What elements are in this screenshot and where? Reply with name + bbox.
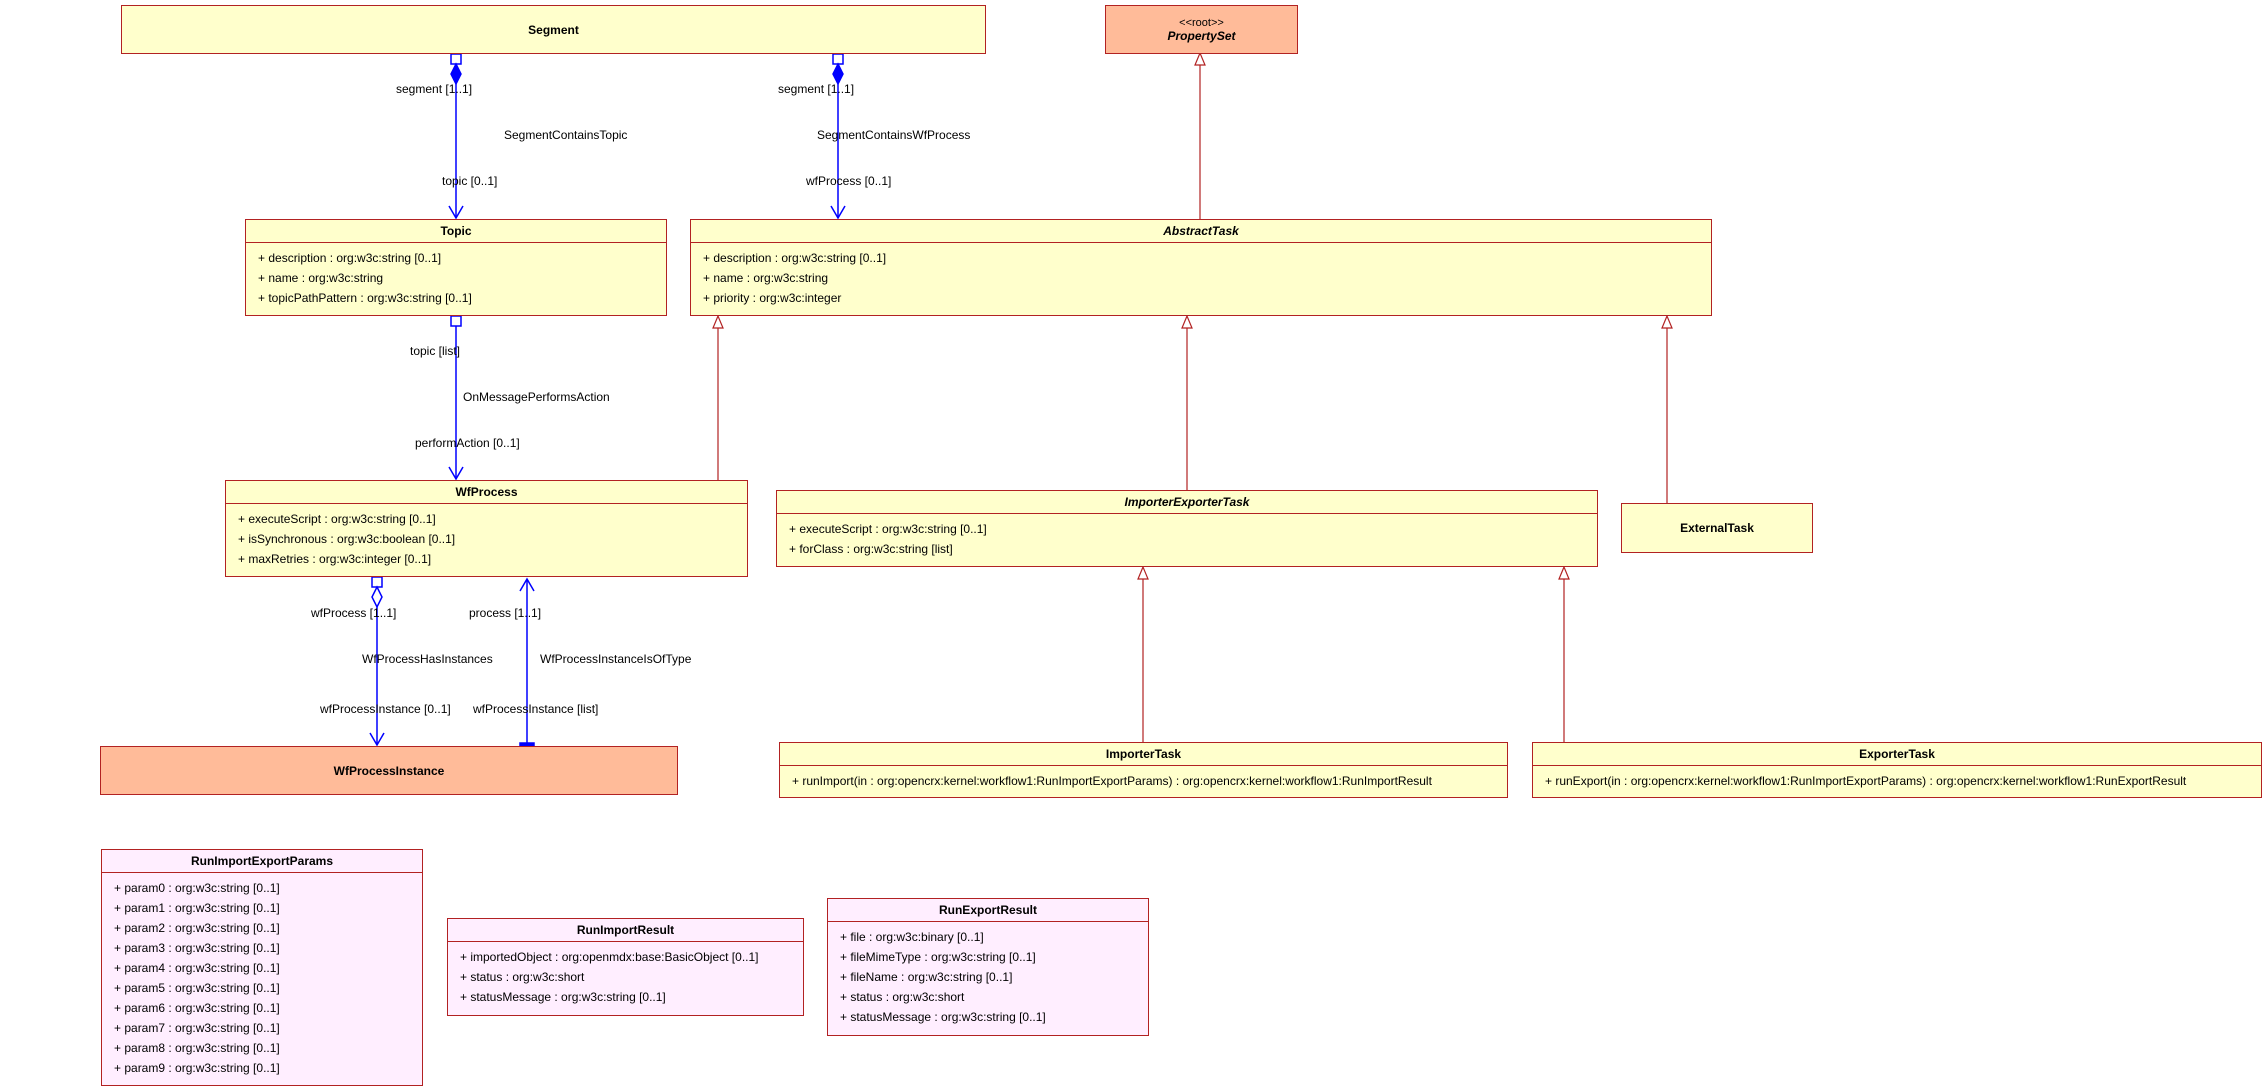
attribute: + param2 : org:w3c:string [0..1] [114,921,280,935]
class-name: RunExportResult [828,899,1148,922]
attribute: + topicPathPattern : org:w3c:string [0..… [258,291,472,305]
class-wf-process[interactable]: WfProcess + executeScript : org:w3c:stri… [225,480,748,577]
generalization-exportertask-importerexportertask [1558,565,1570,742]
attribute: + isSynchronous : org:w3c:boolean [0..1] [238,532,456,546]
association-end-label: segment [1..1] [778,82,855,96]
attribute: + param8 : org:w3c:string [0..1] [114,1041,280,1055]
class-name: Topic [246,220,666,243]
attribute: + param3 : org:w3c:string [0..1] [114,941,280,955]
attribute-list: + executeScript : org:w3c:string [0..1] … [226,504,747,573]
class-name: WfProcessInstance [333,763,445,778]
attribute: + executeScript : org:w3c:string [0..1] [238,512,436,526]
attribute: + param0 : org:w3c:string [0..1] [114,881,280,895]
class-name: ImporterTask [780,743,1507,766]
generalization-importertask-importerexportertask [1137,565,1149,742]
association-wfprocess-instance-is-of-type [519,577,535,748]
attribute: + param4 : org:w3c:string [0..1] [114,961,280,975]
attribute: + description : org:w3c:string [0..1] [703,251,887,265]
class-name: WfProcess [226,481,747,504]
association-end-label: topic [list] [410,344,461,358]
class-run-import-result[interactable]: RunImportResult + importedObject : org:o… [447,918,804,1016]
attribute: + runImport(in : org:opencrx:kernel:work… [792,774,1432,788]
attribute-list: + file : org:w3c:binary [0..1] + fileMim… [828,922,1148,1031]
attribute: + description : org:w3c:string [0..1] [258,251,442,265]
association-end-label: topic [0..1] [442,174,498,188]
attribute: + fileMimeType : org:w3c:string [0..1] [840,950,1036,964]
attribute: + priority : org:w3c:integer [703,291,842,305]
attribute-list: + importedObject : org:openmdx:base:Basi… [448,942,803,1011]
association-segment-contains-wfprocess [830,53,846,220]
attribute: + param9 : org:w3c:string [0..1] [114,1061,280,1075]
attribute: + maxRetries : org:w3c:integer [0..1] [238,552,432,566]
association-end-label: process [1..1] [469,606,542,620]
association-end-label: segment [1..1] [396,82,473,96]
attribute: + name : org:w3c:string [703,271,829,285]
class-name: ImporterExporterTask [777,491,1597,514]
attribute: + status : org:w3c:short [840,990,965,1004]
association-end-label: wfProcess [0..1] [806,174,892,188]
class-abstract-task[interactable]: AbstractTask + description : org:w3c:str… [690,219,1712,316]
attribute-list: + runExport(in : org:opencrx:kernel:work… [1533,766,2261,795]
attribute: + name : org:w3c:string [258,271,384,285]
class-external-task[interactable]: ExternalTask [1621,503,1813,553]
class-segment[interactable]: Segment [121,5,986,54]
association-segment-contains-topic [448,53,464,220]
class-exporter-task[interactable]: ExporterTask + runExport(in : org:opencr… [1532,742,2262,798]
attribute-list: + description : org:w3c:string [0..1] + … [246,243,666,312]
association-wfprocess-has-instances [369,576,385,747]
attribute: + param5 : org:w3c:string [0..1] [114,981,280,995]
generalization-abstracttask-propertyset [1194,51,1206,219]
association-name-label: SegmentContainsTopic [504,128,628,142]
attribute: + statusMessage : org:w3c:string [0..1] [460,990,666,1004]
association-end-label: wfProcess [1..1] [311,606,397,620]
association-on-message-performs-action [448,315,464,481]
attribute-list: + executeScript : org:w3c:string [0..1] … [777,514,1597,563]
class-property-set[interactable]: <<root>> PropertySet [1105,5,1298,54]
generalization-importerexportertask-abstracttask [1181,314,1193,490]
association-end-label: wfProcessInstance [0..1] [320,702,451,716]
attribute: + forClass : org:w3c:string [list] [789,542,953,556]
generalization-wfprocess-abstracttask [712,314,724,480]
class-importer-exporter-task[interactable]: ImporterExporterTask + executeScript : o… [776,490,1598,567]
attribute: + fileName : org:w3c:string [0..1] [840,970,1013,984]
association-end-label: performAction [0..1] [415,436,520,450]
class-run-export-result[interactable]: RunExportResult + file : org:w3c:binary … [827,898,1149,1036]
attribute-list: + param0 : org:w3c:string [0..1] + param… [102,873,422,1082]
association-end-label: wfProcessInstance [list] [473,702,599,716]
class-topic[interactable]: Topic + description : org:w3c:string [0.… [245,219,667,316]
attribute: + status : org:w3c:short [460,970,585,984]
class-run-import-export-params[interactable]: RunImportExportParams + param0 : org:w3c… [101,849,423,1086]
class-wf-process-instance[interactable]: WfProcessInstance [100,746,678,795]
association-name-label: OnMessagePerformsAction [463,390,610,404]
attribute: + runExport(in : org:opencrx:kernel:work… [1545,774,2187,788]
class-name: Segment [528,22,579,37]
class-name: RunImportResult [448,919,803,942]
class-name-block: <<root>> PropertySet [1106,17,1297,43]
class-importer-task[interactable]: ImporterTask + runImport(in : org:opencr… [779,742,1508,798]
attribute: + statusMessage : org:w3c:string [0..1] [840,1010,1046,1024]
attribute: + param6 : org:w3c:string [0..1] [114,1001,280,1015]
attribute: + executeScript : org:w3c:string [0..1] [789,522,987,536]
attribute: + importedObject : org:openmdx:base:Basi… [460,950,759,964]
class-stereotype: <<root>> [1179,16,1224,29]
generalization-externaltask-abstracttask [1661,314,1673,503]
association-name-label: SegmentContainsWfProcess [817,128,971,142]
association-name-label: WfProcessHasInstances [362,652,493,666]
association-name-label: WfProcessInstanceIsOfType [540,652,692,666]
class-name: AbstractTask [691,220,1711,243]
class-name: PropertySet [1167,28,1236,43]
class-name: ExporterTask [1533,743,2261,766]
attribute: + param1 : org:w3c:string [0..1] [114,901,280,915]
attribute-list: + description : org:w3c:string [0..1] + … [691,243,1711,312]
attribute: + file : org:w3c:binary [0..1] [840,930,984,944]
attribute-list: + runImport(in : org:opencrx:kernel:work… [780,766,1507,795]
attribute: + param7 : org:w3c:string [0..1] [114,1021,280,1035]
class-name: RunImportExportParams [102,850,422,873]
class-name: ExternalTask [1680,521,1754,535]
